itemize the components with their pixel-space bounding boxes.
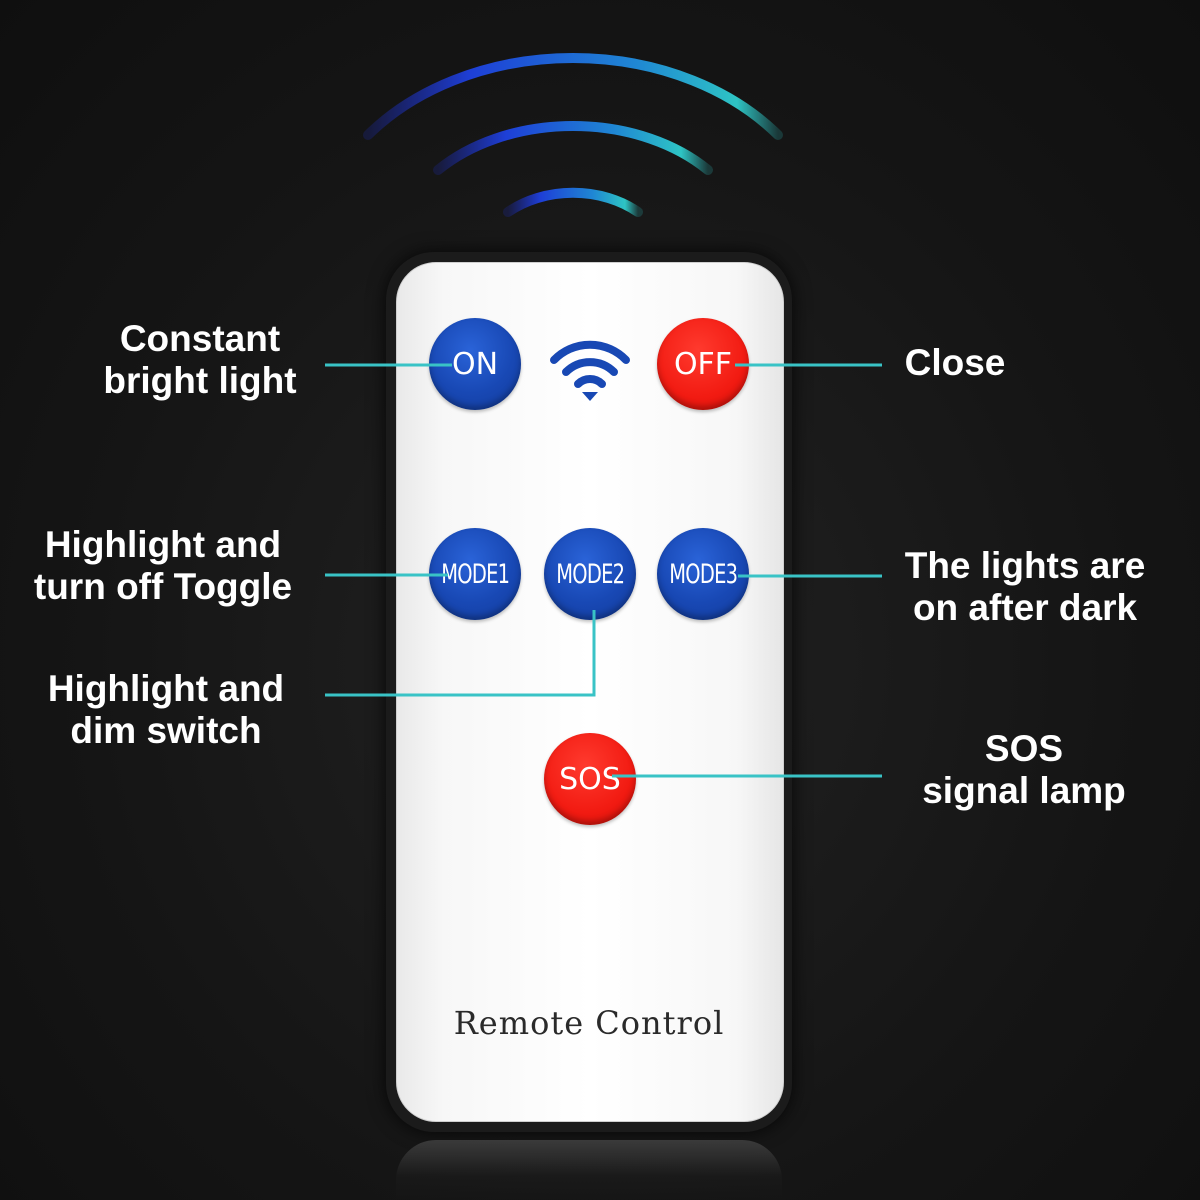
- label-on-line-1: Constant: [119, 318, 281, 359]
- mode3-button-label: MODE3: [668, 558, 738, 590]
- label-mode1-line-2: turn off Toggle: [33, 566, 293, 607]
- remote-reflection: [396, 1140, 782, 1200]
- label-sos-line-1: SOS: [984, 728, 1064, 769]
- label-mode1: Highlight and turn off Toggle: [0, 524, 326, 608]
- mode1-button-label: MODE1: [440, 558, 510, 590]
- label-mode2-line-1: Highlight and: [47, 668, 285, 709]
- label-mode3-line-2: on after dark: [912, 587, 1138, 628]
- label-mode1-line-1: Highlight and: [44, 524, 282, 565]
- signal-arc-inner: [503, 187, 643, 217]
- signal-waves-icon: [363, 53, 783, 217]
- remote-control-title: Remote Control: [453, 1004, 725, 1042]
- label-sos: SOS signal lamp: [900, 728, 1148, 812]
- label-mode2-line-2: dim switch: [70, 710, 262, 751]
- label-off-line-1: Close: [904, 342, 1006, 383]
- on-button-label: ON: [451, 346, 499, 382]
- mode3-button[interactable]: MODE3: [657, 528, 749, 620]
- signal-arc-outer: [363, 53, 783, 140]
- off-button[interactable]: OFF: [657, 318, 749, 410]
- mode1-button[interactable]: MODE1: [429, 528, 521, 620]
- signal-arc-middle: [433, 120, 713, 175]
- mode2-button[interactable]: MODE2: [544, 528, 636, 620]
- on-button[interactable]: ON: [429, 318, 521, 410]
- sos-button-label: SOS: [559, 761, 621, 797]
- sos-button[interactable]: SOS: [544, 733, 636, 825]
- mode2-button-label: MODE2: [555, 558, 625, 590]
- label-mode2: Highlight and dim switch: [20, 668, 312, 752]
- off-button-label: OFF: [673, 346, 733, 382]
- wifi-icon: [550, 340, 630, 401]
- label-on-line-2: bright light: [103, 360, 297, 401]
- label-sos-line-2: signal lamp: [922, 770, 1126, 811]
- label-on: Constant bright light: [60, 318, 340, 402]
- label-mode3: The lights are on after dark: [880, 545, 1170, 629]
- label-off: Close: [880, 342, 1030, 384]
- label-mode3-line-1: The lights are: [904, 545, 1146, 586]
